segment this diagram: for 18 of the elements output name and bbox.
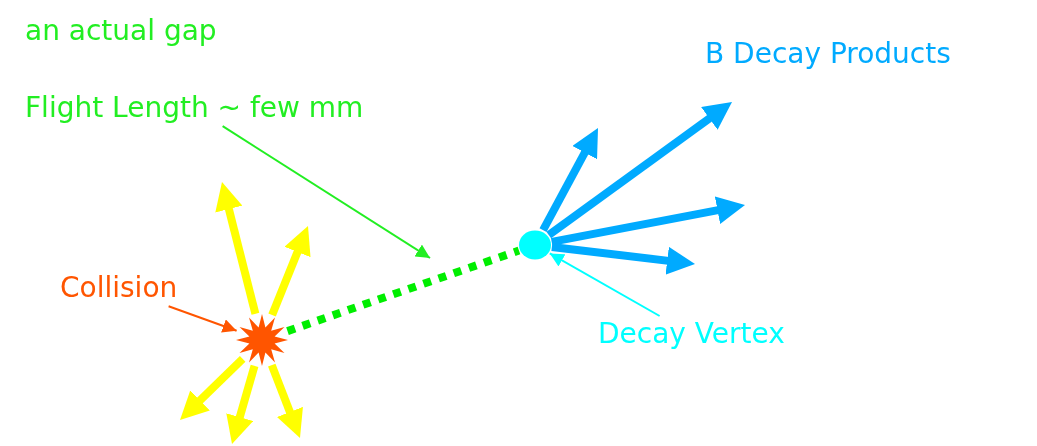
products-label: B Decay Products xyxy=(705,38,951,71)
dashed-flight-line xyxy=(286,246,521,335)
track-arrow xyxy=(550,196,745,246)
track-arrow xyxy=(215,182,260,315)
track-arrow xyxy=(268,226,311,317)
track-arrow xyxy=(180,356,246,420)
note-text: an actual gap xyxy=(25,15,217,48)
track-arrow xyxy=(539,128,598,232)
track-arrow xyxy=(546,102,732,239)
leader-arrow xyxy=(221,125,431,259)
leader-arrow xyxy=(167,305,238,333)
track-arrow xyxy=(268,363,303,438)
track-arrow xyxy=(551,243,695,275)
vertex-label: Decay Vertex xyxy=(598,318,785,351)
flight-length-label: Flight Length ~ few mm xyxy=(25,92,364,125)
collision-label: Collision xyxy=(60,272,178,305)
track-arrow xyxy=(226,364,259,444)
leader-arrow xyxy=(548,252,661,317)
